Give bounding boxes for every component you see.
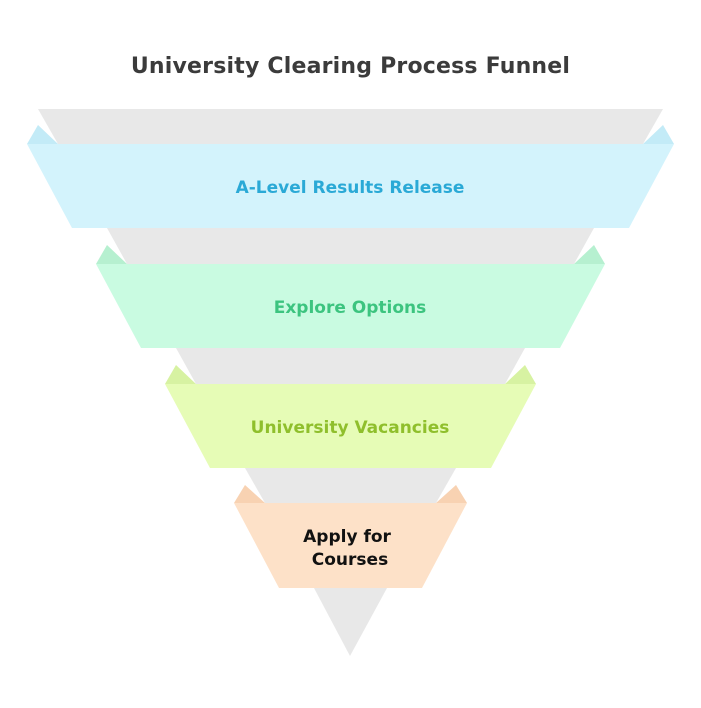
funnel-tip	[314, 588, 387, 656]
stage-2-label: Explore Options	[274, 298, 427, 318]
stage-3-label: University Vacancies	[251, 418, 450, 438]
funnel-stage-1: A-Level Results Release	[27, 125, 674, 228]
stage-3-band	[165, 384, 536, 468]
funnel-stage-3: University Vacancies	[165, 365, 536, 468]
funnel-back-band-3	[176, 348, 525, 384]
stage-2-left-fold	[96, 245, 127, 264]
stage-4-label: Apply for Courses	[303, 527, 397, 570]
stage-4-label-line-1: Apply for	[303, 527, 391, 547]
stage-4-band	[234, 503, 467, 588]
stage-4-label-line-2: Courses	[312, 550, 388, 570]
stage-1-right-fold	[643, 125, 674, 144]
stage-3-left-fold	[165, 365, 196, 384]
stage-4-left-fold	[234, 485, 265, 503]
stage-1-left-fold	[27, 125, 58, 144]
funnel-stage-2: Explore Options	[96, 245, 605, 348]
stage-3-right-fold	[505, 365, 536, 384]
funnel-stage-4: Apply for Courses	[234, 485, 467, 588]
funnel-title: University Clearing Process Funnel	[130, 54, 571, 79]
funnel-back-band-4	[245, 468, 456, 503]
funnel-back-band-1	[38, 109, 663, 144]
stage-4-right-fold	[436, 485, 467, 503]
stage-2-band	[96, 264, 605, 348]
stage-1-band	[27, 144, 674, 228]
stage-2-right-fold	[574, 245, 605, 264]
funnel-back-band-2	[107, 228, 594, 264]
stage-1-label: A-Level Results Release	[236, 178, 465, 198]
